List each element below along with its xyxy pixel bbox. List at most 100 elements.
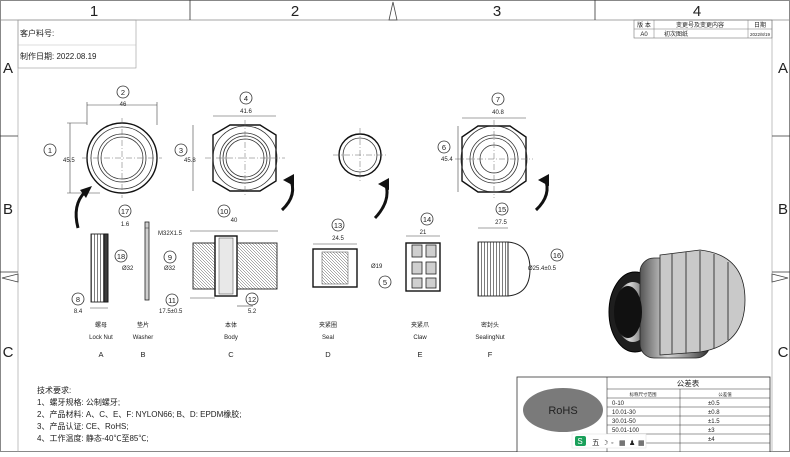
balloon-7-label: 7 xyxy=(496,95,500,104)
zone-row-c-right: C xyxy=(778,344,789,361)
thread-spec: M32X1.5 xyxy=(158,231,183,237)
notes-line-3: 3、产品认证: CE、RoHS; xyxy=(37,421,129,431)
balloon-16-label: 16 xyxy=(553,251,561,260)
ime-keyboard-icon[interactable]: ▦ xyxy=(619,440,626,447)
ime-mode-text[interactable]: 五 xyxy=(592,438,600,447)
dim-4-value: 41.6 xyxy=(240,109,252,115)
zone-row-a-left: A xyxy=(3,60,13,77)
balloon-12-label: 12 xyxy=(248,295,256,304)
balloon-6-label: 6 xyxy=(442,143,446,152)
dim-8-value: 8.4 xyxy=(74,309,83,315)
tolerance-range-1: 0-10 xyxy=(612,401,625,407)
part-a-cn: 螺母 xyxy=(95,321,107,329)
ime-person-icon[interactable]: ♟ xyxy=(629,439,635,447)
rohs-label: RoHS xyxy=(548,405,577,417)
part-e-cn: 夹紧爪 xyxy=(411,321,429,329)
revision-date: 2022/8/19 xyxy=(750,32,771,37)
zone-row-c-left: C xyxy=(3,344,14,361)
ime-logo-icon[interactable] xyxy=(575,436,586,446)
dim-17-value: 1.6 xyxy=(121,222,130,228)
balloon-11 xyxy=(165,293,179,307)
claw-side-view xyxy=(405,235,441,292)
dim-19-value: Ø19 xyxy=(371,264,383,270)
part-b-cn: 垫片 xyxy=(137,321,149,329)
dim-6-value: 45.4 xyxy=(441,157,453,163)
balloon-1 xyxy=(43,143,57,157)
balloon-17 xyxy=(118,204,132,218)
dim-18-value: Ø32 xyxy=(122,266,134,272)
balloon-14 xyxy=(420,212,434,226)
part-e-en: Claw xyxy=(413,335,427,341)
zone-col-4: 4 xyxy=(693,3,701,20)
tolerance-range-3: 30.01-50 xyxy=(612,419,636,425)
seal-side-view xyxy=(312,243,358,288)
tolerance-value-3: ±1.5 xyxy=(708,419,720,425)
ime-moon-icon[interactable]: ☽ xyxy=(602,439,608,447)
dim-14-value: 21 xyxy=(420,230,427,236)
notes-line-4: 4、工作温度: 静态-40℃至85℃; xyxy=(37,433,149,443)
balloon-5 xyxy=(378,275,392,289)
balloon-17-label: 17 xyxy=(121,207,129,216)
zone-row-b-left: B xyxy=(3,201,13,218)
part-d-en: Seal xyxy=(322,335,334,341)
assembly-arrow-f-head xyxy=(538,174,549,186)
part-c-en: Body xyxy=(224,335,238,341)
balloon-9 xyxy=(163,250,177,264)
assembly-arrow-c-head xyxy=(283,174,294,186)
zone-row-b-right: B xyxy=(778,201,788,218)
part-a-en: Lock Nut xyxy=(89,335,113,341)
part-c-cn: 本体 xyxy=(225,321,237,329)
dim-13-value: 24.5 xyxy=(332,236,344,242)
balloon-9-label: 9 xyxy=(168,253,172,262)
balloon-10 xyxy=(217,204,231,218)
balloon-3 xyxy=(174,143,188,157)
tolerance-value-5: ±4 xyxy=(708,437,715,443)
balloon-14-label: 14 xyxy=(423,215,431,224)
dim-7-value: 40.8 xyxy=(492,110,504,116)
part-e-letter: E xyxy=(417,350,422,359)
sealingnut-top-view xyxy=(455,117,533,198)
zone-row-a-right: A xyxy=(778,60,788,77)
balloon-13 xyxy=(331,218,345,232)
revision-header-date: 日期 xyxy=(754,21,766,29)
balloon-11-label: 11 xyxy=(168,296,176,305)
tolerance-value-4: ±3 xyxy=(708,428,715,434)
rohs-badge xyxy=(523,388,603,432)
cable-gland-3d-render xyxy=(608,249,746,359)
dim-3-value: 45.8 xyxy=(184,158,196,164)
part-captions: 螺母 Lock Nut A 垫片 Washer B 本体 Body C 夹紧圈 … xyxy=(89,321,505,359)
revision-header-version: 版 本 xyxy=(637,21,651,29)
notes-title: 技术要求: xyxy=(37,385,71,395)
tolerance-range-2: 10.01-30 xyxy=(612,410,636,416)
ime-toolbar[interactable]: S 五 ☽ ◦ ▦ ♟ ▦ xyxy=(571,433,647,449)
body-side-view xyxy=(190,230,278,307)
washer-side-view xyxy=(144,221,150,301)
balloon-4-label: 4 xyxy=(244,94,248,103)
zone-col-2: 2 xyxy=(291,3,299,20)
seal-top-view xyxy=(333,128,387,182)
dim-16-value: Ø25.4±0.5 xyxy=(528,266,557,272)
assembly-arrow-a xyxy=(74,190,87,229)
balloon-15-label: 15 xyxy=(498,205,506,214)
zone-col-1: 1 xyxy=(90,3,98,20)
part-a-letter: A xyxy=(98,350,103,359)
assembly-arrow-a-head xyxy=(80,186,92,198)
tolerance-value-1: ±0.5 xyxy=(708,401,720,407)
tolerance-range-4: 50.01-100 xyxy=(612,428,640,434)
dim-15-value: 27.5 xyxy=(495,220,507,226)
balloon-2-label: 2 xyxy=(121,88,125,97)
balloon-2 xyxy=(116,85,130,99)
balloon-18 xyxy=(114,249,128,263)
part-f-en: SealingNut xyxy=(475,335,505,341)
ime-grid-icon[interactable]: ▦ xyxy=(638,440,645,447)
dim-11-value: 17.5±0.5 xyxy=(159,309,183,315)
dim-2-value: 46 xyxy=(120,102,127,108)
ime-logo-text: S xyxy=(577,437,582,446)
dim-9-value: Ø32 xyxy=(164,266,176,272)
dim-10-value: 40 xyxy=(231,218,238,224)
revision-content: 初次图纸 xyxy=(664,30,688,38)
center-mark-left xyxy=(1,273,19,283)
locknut-side-view xyxy=(90,233,109,309)
part-b-letter: B xyxy=(140,350,145,359)
ime-punct-icon[interactable]: ◦ xyxy=(611,440,613,447)
